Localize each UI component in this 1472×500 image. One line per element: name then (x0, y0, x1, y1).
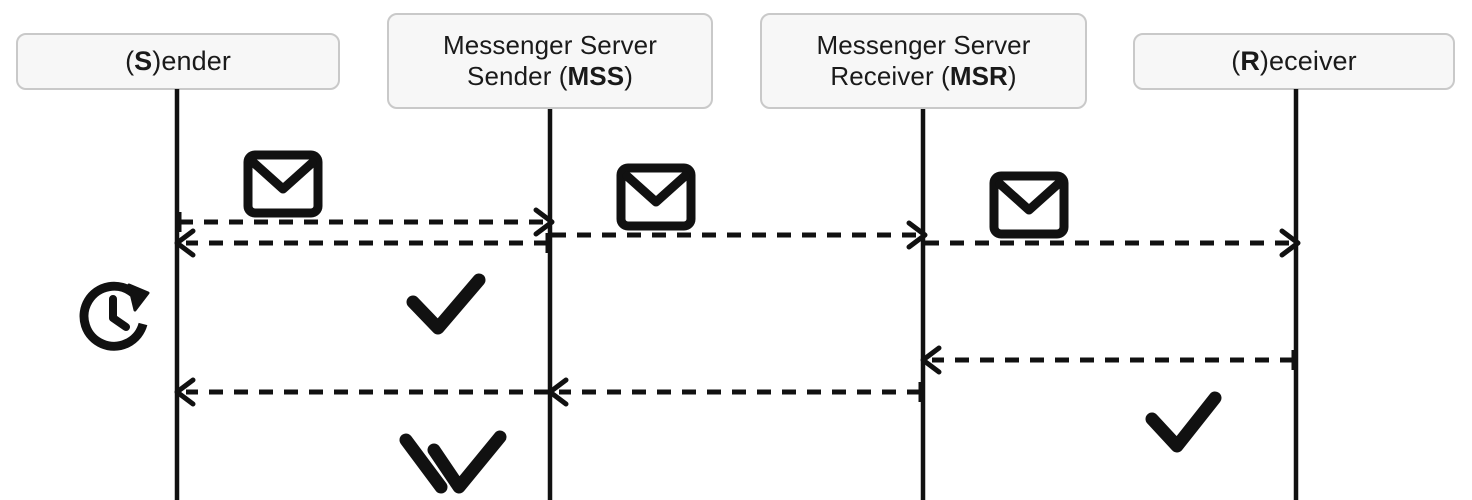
message-arrow-msr-to-mss[interactable] (547, 377, 924, 407)
participant-label-sender: (S)ender (125, 45, 231, 76)
message-arrow-receiver-to-msr[interactable] (920, 345, 1297, 375)
message-arrow-mss-to-sender-ack[interactable] (174, 228, 551, 258)
message-arrow-mss-to-sender[interactable] (174, 377, 548, 407)
message-arrow-sender-to-mss[interactable] (176, 207, 555, 237)
message-arrow-mss-to-msr[interactable] (552, 220, 928, 250)
participant-box-msr[interactable]: Messenger Server Receiver (MSR) (760, 13, 1087, 109)
message-arrow-msr-to-receiver[interactable] (925, 228, 1301, 258)
envelope-icon (616, 163, 696, 231)
participant-label-msr: Messenger Server Receiver (MSR) (816, 30, 1031, 91)
participant-label-mss: Messenger Server Sender (MSS) (442, 30, 658, 91)
envelope-icon (989, 171, 1069, 239)
single-check-icon (406, 273, 486, 335)
participant-label-receiver: (R)eceiver (1231, 45, 1357, 76)
participant-box-mss[interactable]: Messenger Server Sender (MSS) (387, 13, 713, 109)
single-check-icon (1145, 391, 1222, 453)
clock-retry-icon (79, 281, 150, 351)
envelope-icon (243, 150, 323, 218)
participant-box-receiver[interactable]: (R)eceiver (1133, 33, 1455, 90)
participant-box-sender[interactable]: (S)ender (16, 33, 340, 90)
double-check-icon (399, 430, 507, 494)
